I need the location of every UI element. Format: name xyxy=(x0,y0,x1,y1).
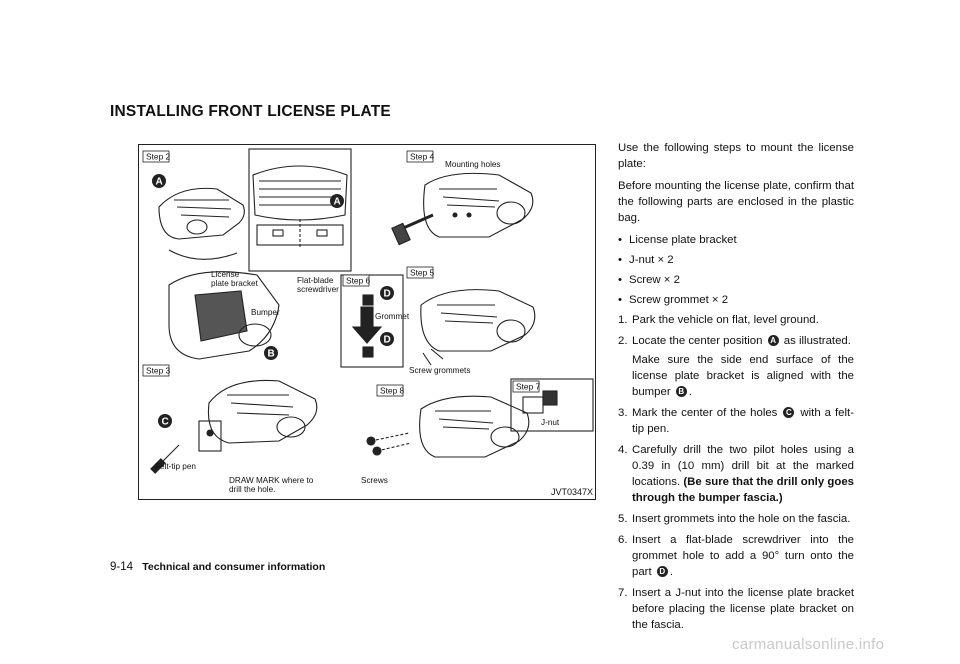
step5-label: Step 5 xyxy=(410,268,435,278)
step4-car-front xyxy=(423,172,534,238)
part-item: Screw × 2 xyxy=(618,272,854,288)
part-item: Screw grommet × 2 xyxy=(618,292,854,308)
step3-callout-box xyxy=(198,420,222,452)
step2-foglamp xyxy=(186,219,208,235)
step-text: Insert grommets into the hole on the fas… xyxy=(632,513,851,525)
step-warning: (Be sure that the drill only goes throug… xyxy=(632,476,854,504)
step-text: Insert a J-nut into the license plate br… xyxy=(632,587,854,631)
instructions-column: Use the following steps to mount the lic… xyxy=(618,140,854,638)
step2-grille xyxy=(174,199,232,218)
license-bracket xyxy=(194,290,248,342)
label-flat-line2: screwdriver xyxy=(297,285,339,294)
label-jnut: J-nut xyxy=(541,418,560,427)
installation-figure: Step 2 Step 3 Step 4 Step 5 Step 6 Step … xyxy=(138,144,596,500)
page-footer: 9-14 Technical and consumer information xyxy=(110,561,325,573)
step-item-4: 4. Carefully drill the two pilot holes u… xyxy=(618,442,854,506)
label-draw-line1: DRAW MARK where to xyxy=(229,476,314,485)
badge-a-icon: A xyxy=(767,335,779,346)
label-flat-line1: Flat-blade xyxy=(297,276,334,285)
svg-text:A: A xyxy=(156,177,163,188)
section-title: INSTALLING FRONT LICENSE PLATE xyxy=(110,103,391,120)
step6-box xyxy=(340,274,404,368)
svg-text:D: D xyxy=(384,289,391,300)
part-item: J-nut × 2 xyxy=(618,252,854,268)
label-screw-grommets: Screw grommets xyxy=(409,366,470,375)
label-draw-line2: drill the hole. xyxy=(229,485,275,494)
step2-inset-box xyxy=(248,148,352,272)
step-number: 6. xyxy=(618,534,628,546)
footer-title: Technical and consumer information xyxy=(142,561,326,573)
intro-text: Use the following steps to mount the lic… xyxy=(618,142,854,170)
step-text: with a felt-tip pen. xyxy=(632,407,855,435)
step-text: Mark the center of the holes xyxy=(632,407,778,419)
step-number: 5. xyxy=(618,513,628,525)
step-subtext-main: Make sure the side end surface of the li… xyxy=(632,354,854,398)
steps-list: 1. Park the vehicle on flat, level groun… xyxy=(618,312,854,633)
part-item: License plate bracket xyxy=(618,232,854,248)
step-item-6: 6. Insert a flat-blade screwdriver into … xyxy=(618,532,854,580)
step-number: 7. xyxy=(618,587,628,599)
badge-c: C xyxy=(158,414,172,428)
step2-label: Step 2 xyxy=(146,152,171,162)
badge-b: B xyxy=(264,346,278,360)
step-text: Carefully drill the two pilot holes usin… xyxy=(632,444,854,488)
step-subtext-end: . xyxy=(688,386,692,398)
step-item-3: 3. Mark the center of the holes C with a… xyxy=(618,405,854,437)
label-license-line2: plate bracket xyxy=(211,279,259,288)
label-screws: Screws xyxy=(361,476,388,485)
step5-car-front xyxy=(420,289,536,352)
step7-label: Step 7 xyxy=(516,382,541,392)
watermark: carmanualsonline.info xyxy=(732,636,885,653)
badge-a-2: A xyxy=(330,194,344,208)
step-item-2: 2. Locate the center position A as illus… xyxy=(618,333,854,400)
step-subtext: Make sure the side end surface of the li… xyxy=(632,352,854,400)
step2-car-front xyxy=(158,187,245,240)
badge-a-1: A xyxy=(152,174,166,188)
step8-car-front xyxy=(419,395,530,458)
step-item-5: 5. Insert grommets into the hole on the … xyxy=(618,511,854,527)
step-text: . xyxy=(669,566,673,578)
step7-box xyxy=(510,378,594,432)
svg-text:A: A xyxy=(334,197,341,208)
step3-label: Step 3 xyxy=(146,366,171,376)
label-grommet: Grommet xyxy=(375,312,410,321)
step-number: 3. xyxy=(618,407,628,419)
down-arrow xyxy=(351,306,383,344)
badge-d-1: D xyxy=(380,286,394,300)
label-bumper: Bumper xyxy=(251,308,280,317)
installation-illustration: Step 2 Step 3 Step 4 Step 5 Step 6 Step … xyxy=(142,148,594,497)
before-text: Before mounting the license plate, confi… xyxy=(618,180,854,224)
step3-car-front xyxy=(207,379,318,444)
step-item-7: 7. Insert a J-nut into the license plate… xyxy=(618,585,854,633)
step6-label: Step 6 xyxy=(346,276,371,286)
step-number: 1. xyxy=(618,314,628,326)
badge-d-icon: D xyxy=(656,566,668,577)
step-text: Insert a flat-blade screwdriver into the… xyxy=(632,534,854,578)
step-number: 2. xyxy=(618,335,628,347)
step-number: 4. xyxy=(618,444,628,456)
label-felt-tip: Felt-tip pen xyxy=(155,462,196,471)
label-license-line1: License xyxy=(211,270,240,279)
badge-c-icon: C xyxy=(783,407,795,418)
inset-grille xyxy=(252,165,348,221)
figure-code: JVT0347X xyxy=(551,487,593,497)
parts-list: License plate bracket J-nut × 2 Screw × … xyxy=(618,232,854,308)
page-number: 9-14 xyxy=(110,561,134,573)
step4-label: Step 4 xyxy=(410,152,435,162)
svg-text:C: C xyxy=(162,417,169,428)
step-text: as illustrated. xyxy=(783,335,851,347)
step-item-1: 1. Park the vehicle on flat, level groun… xyxy=(618,312,854,328)
label-mounting-holes: Mounting holes xyxy=(445,160,501,169)
step-text: Park the vehicle on flat, level ground. xyxy=(632,314,819,326)
svg-text:D: D xyxy=(384,335,391,346)
step8-label: Step 8 xyxy=(380,386,405,396)
svg-text:B: B xyxy=(268,349,275,360)
step-text: Locate the center position xyxy=(632,335,763,347)
drill xyxy=(400,213,434,231)
badge-d-2: D xyxy=(380,332,394,346)
badge-b-icon: B xyxy=(675,386,687,397)
